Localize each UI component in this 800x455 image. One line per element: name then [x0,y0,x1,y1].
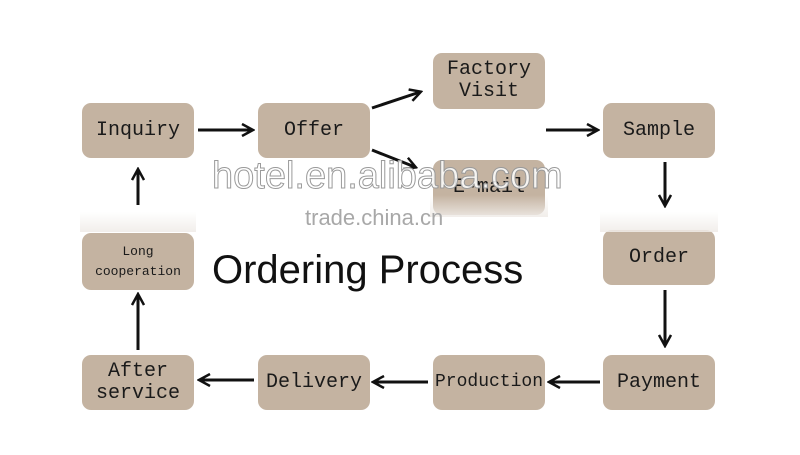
email-fade [430,195,548,217]
diagram-title: Ordering Process [212,248,524,292]
node-payment: Payment [603,355,715,410]
order-fade [600,212,718,232]
long-fade [80,212,196,232]
node-after-service: After service [82,355,194,410]
node-sample: Sample [603,103,715,158]
watermark-primary: hotel.en.alibaba.com [212,155,564,198]
node-long-cooperation: Long cooperation [82,233,194,290]
node-factory-visit: Factory Visit [433,53,545,109]
watermark-secondary: trade.china.cn [305,205,444,230]
node-offer: Offer [258,103,370,158]
node-delivery: Delivery [258,355,370,410]
node-production: Production [433,355,545,410]
arrow-offer-email [371,148,415,167]
node-order: Order [603,230,715,285]
node-inquiry: Inquiry [82,103,194,158]
arrow-offer-factory [371,92,420,110]
